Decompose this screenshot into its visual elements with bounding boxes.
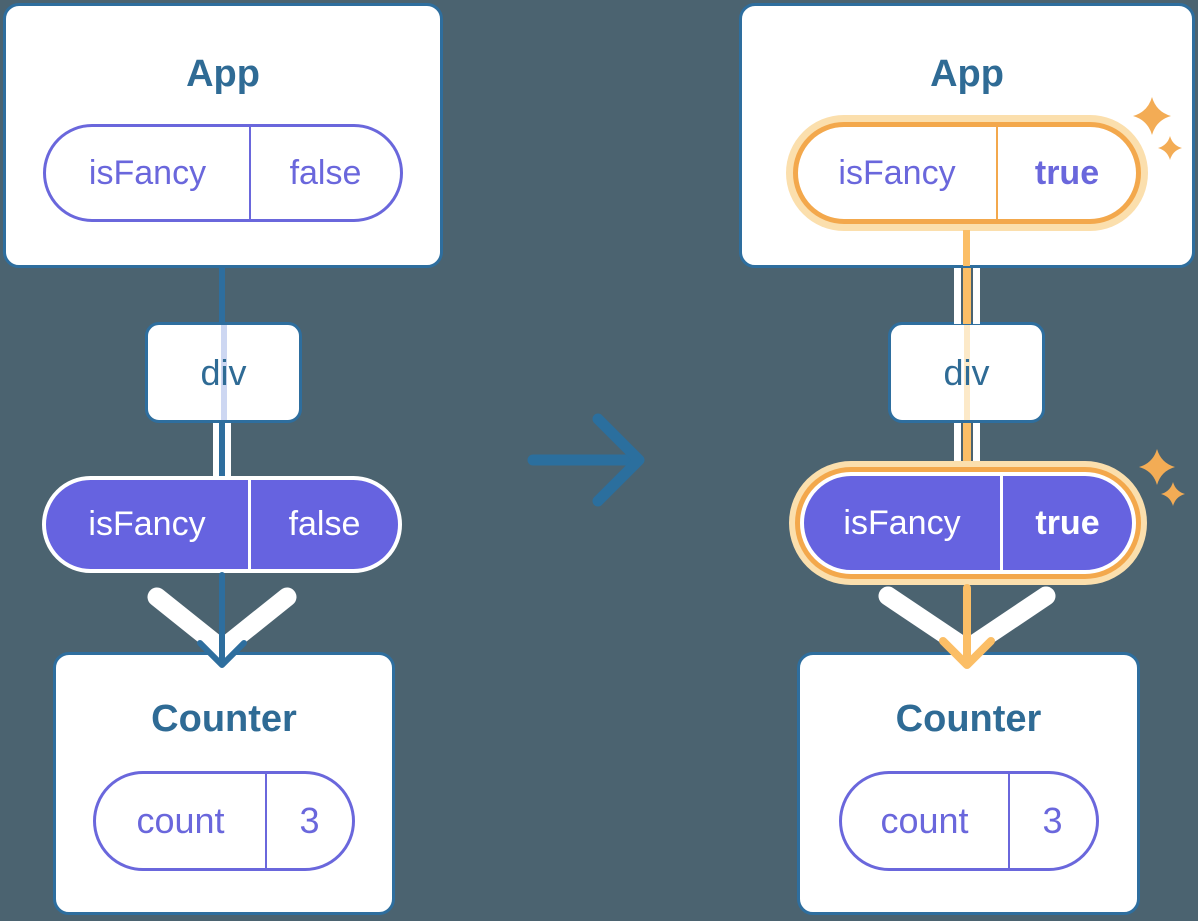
sparkle-icon — [1161, 482, 1185, 506]
state-name: count — [880, 800, 969, 841]
prop-passthrough-line — [220, 325, 227, 420]
div-label: div — [200, 351, 247, 393]
component-title: App — [930, 53, 1004, 95]
state-pill-count: count 3 — [93, 771, 355, 871]
state-name: isFancy — [838, 153, 956, 192]
prop-passthrough-line — [963, 325, 970, 420]
pill-divider — [1007, 774, 1010, 868]
connector-prop-inside-card — [963, 230, 970, 266]
state-name: isFancy — [88, 153, 207, 192]
pill-divider — [1000, 476, 1003, 570]
connector-orange-line — [963, 268, 971, 324]
state-pill-isfancy-true-highlighted: isFancy true — [793, 122, 1141, 224]
prop-value: true — [1035, 503, 1100, 542]
div-node-after: div — [888, 322, 1045, 423]
connector-white-line — [954, 268, 961, 324]
white-chevron-icon — [878, 586, 1056, 659]
connector-white-line — [225, 423, 231, 476]
state-pill-isfancy-false: isFancy false — [43, 124, 403, 222]
sparkle-icon — [1139, 449, 1175, 485]
div-label: div — [943, 351, 990, 393]
component-title: App — [186, 53, 260, 95]
app-card-after: App isFancy true — [739, 3, 1195, 268]
div-node-before: div — [145, 322, 302, 423]
prop-pill-isfancy-false: isFancy false — [42, 476, 402, 573]
state-value: false — [289, 153, 362, 192]
connector-white-line — [973, 268, 980, 324]
connector-orange-line — [963, 423, 971, 461]
component-title: Counter — [151, 698, 297, 740]
connector-white-line — [954, 423, 961, 461]
connector-app-to-div — [954, 268, 980, 324]
connector-div-to-prop — [213, 423, 231, 476]
prop-value: false — [288, 505, 361, 543]
connector-white-line — [213, 423, 219, 476]
sparkles-bottom — [1139, 449, 1185, 506]
pill-divider — [248, 480, 251, 569]
pill-divider — [996, 127, 998, 219]
prop-name: isFancy — [88, 505, 206, 543]
transition-arrow-icon — [527, 413, 645, 507]
prop-name: isFancy — [843, 503, 961, 542]
prop-pill-isfancy-true-highlighted: isFancy true — [800, 472, 1136, 574]
state-value: 3 — [1042, 800, 1063, 841]
pill-divider — [249, 127, 251, 219]
connector-white-line — [973, 423, 980, 461]
app-card-before: App isFancy false — [3, 3, 443, 268]
state-value: true — [1034, 153, 1100, 192]
counter-card-before: Counter count 3 — [53, 652, 395, 915]
counter-card-after: Counter count 3 — [797, 652, 1140, 915]
component-title: Counter — [895, 698, 1042, 740]
state-pill-count: count 3 — [838, 771, 1099, 871]
white-chevron-icon — [147, 587, 297, 659]
connector-app-to-div — [219, 268, 225, 324]
right-arrow-head — [592, 413, 645, 507]
state-value: 3 — [299, 800, 320, 841]
pill-divider — [265, 774, 267, 868]
connector-blue-line — [219, 423, 225, 476]
state-name: count — [136, 800, 225, 841]
connector-div-to-prop — [954, 423, 980, 461]
